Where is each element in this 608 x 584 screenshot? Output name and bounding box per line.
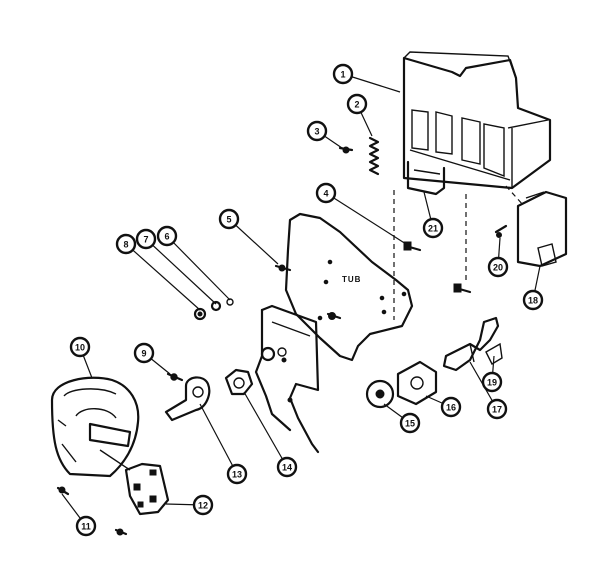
callout-18: 18: [522, 289, 544, 311]
callout-number: 17: [492, 405, 502, 415]
callout-circle: [306, 120, 328, 142]
leader-line-6: [166, 235, 231, 301]
callout-number: 1: [340, 70, 345, 80]
callout-number: 9: [141, 349, 146, 359]
switch-bracket: [254, 304, 320, 454]
callout-number: 21: [428, 224, 438, 234]
callout-circle: [487, 256, 509, 278]
valve-body: [396, 360, 438, 406]
callout-2: 2: [346, 93, 368, 115]
callout-1: 1: [332, 63, 354, 85]
tub-plate: TUB: [284, 212, 414, 362]
callout-circle: [440, 396, 462, 418]
callout-3: 3: [306, 120, 328, 142]
screw-20: [494, 224, 508, 238]
callout-number: 12: [198, 501, 208, 511]
leader-line-4: [325, 192, 407, 245]
callout-circle: [276, 456, 298, 478]
callout-circle: [156, 225, 178, 247]
leader-line-7: [145, 238, 217, 305]
callout-6: 6: [156, 225, 178, 247]
bracket-nut: [260, 346, 287, 362]
callout-number: 16: [446, 403, 456, 413]
callout-circle: [486, 398, 508, 420]
callout-15: 15: [399, 412, 421, 434]
callout-circle: [399, 412, 421, 434]
callout-circle: [133, 342, 155, 364]
callout-circle: [75, 515, 97, 537]
callout-7: 7: [135, 228, 157, 250]
callout-number: 18: [528, 296, 538, 306]
alignment-line: [505, 185, 525, 207]
screw-9: [166, 372, 184, 382]
callout-11: 11: [75, 515, 97, 537]
door-panel: [516, 190, 568, 268]
callout-number: 5: [226, 215, 231, 225]
callout-number: 20: [493, 263, 503, 273]
callout-number: 7: [143, 235, 148, 245]
callout-21: 21: [422, 217, 444, 239]
callout-number: 6: [164, 232, 169, 242]
valve-stem: [442, 316, 503, 372]
callout-10: 10: [69, 336, 91, 358]
plate-screws: [274, 241, 472, 320]
leader-line-5: [228, 218, 279, 265]
callout-number: 4: [323, 189, 328, 199]
washers: [193, 298, 234, 321]
cam-lever: [164, 376, 211, 422]
callout-circle: [332, 63, 354, 85]
leader-line-13: [199, 403, 238, 475]
mounting-bracket: [406, 160, 446, 196]
screws-11: [56, 486, 128, 536]
callout-circle: [481, 371, 503, 393]
plate-label: TUB: [342, 275, 361, 284]
callout-circle: [218, 208, 240, 230]
callout-9: 9: [133, 342, 155, 364]
leader-line-14: [243, 391, 288, 468]
switch-module: [124, 462, 170, 516]
callout-4: 4: [315, 182, 337, 204]
tub-housing: [402, 51, 552, 190]
spring: [368, 136, 380, 176]
hex-nut: [224, 368, 254, 396]
callout-number: 10: [75, 343, 85, 353]
callout-number: 15: [405, 419, 415, 429]
callout-circle: [135, 228, 157, 250]
callout-19: 19: [481, 371, 503, 393]
callout-number: 13: [232, 470, 242, 480]
screw-3: [338, 146, 354, 154]
callout-8: 8: [115, 233, 137, 255]
callout-circle: [522, 289, 544, 311]
callout-number: 8: [123, 240, 128, 250]
leader-line-8: [125, 243, 201, 311]
gear-wheel: [365, 379, 395, 409]
callout-16: 16: [440, 396, 462, 418]
callout-circle: [69, 336, 91, 358]
callout-circle: [315, 182, 337, 204]
callout-circle: [422, 217, 444, 239]
callout-circle: [226, 463, 248, 485]
callout-number: 19: [487, 378, 497, 388]
callout-20: 20: [487, 256, 509, 278]
leader-lines: [61, 73, 541, 527]
callout-5: 5: [218, 208, 240, 230]
callout-number: 11: [81, 522, 91, 532]
callout-number: 3: [314, 127, 319, 137]
timer-dial: [50, 376, 140, 478]
callout-number: 14: [282, 463, 292, 473]
callout-circle: [346, 93, 368, 115]
callout-circle: [192, 494, 214, 516]
callout-13: 13: [226, 463, 248, 485]
callout-number: 2: [354, 100, 359, 110]
callout-17: 17: [486, 398, 508, 420]
callout-14: 14: [276, 456, 298, 478]
callout-12: 12: [192, 494, 214, 516]
callout-circle: [115, 233, 137, 255]
